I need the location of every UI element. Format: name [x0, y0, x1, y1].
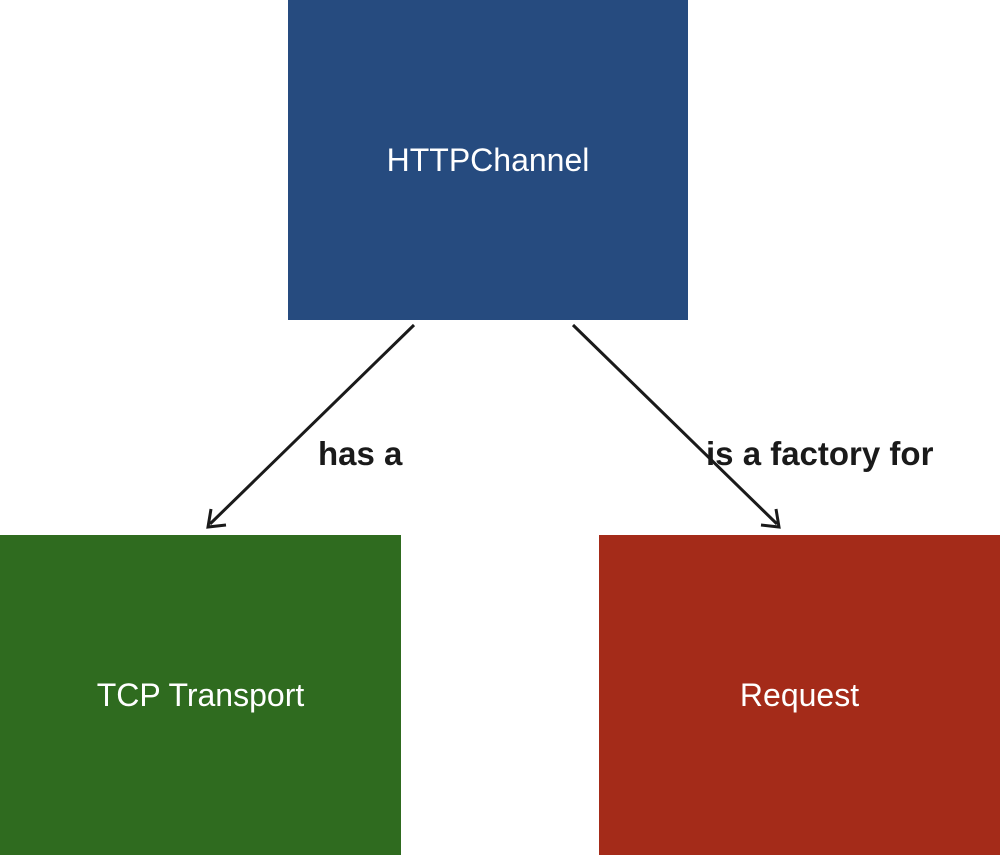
request-label: Request [739, 676, 860, 713]
request-node: Request [599, 535, 1000, 855]
factory-arrowhead [760, 508, 781, 529]
http-channel-node: HTTPChannel [288, 0, 688, 320]
http-channel-label: HTTPChannel [386, 141, 590, 178]
factory-for-label: is a factory for [706, 435, 934, 472]
has-a-arrow-line [208, 323, 416, 526]
factory-arrow-line [571, 323, 779, 526]
has-a-arrowhead [206, 508, 227, 529]
tcp-transport-node: TCP Transport [0, 535, 401, 855]
has-a-label: has a [318, 435, 403, 472]
tcp-transport-label: TCP Transport [96, 676, 305, 713]
